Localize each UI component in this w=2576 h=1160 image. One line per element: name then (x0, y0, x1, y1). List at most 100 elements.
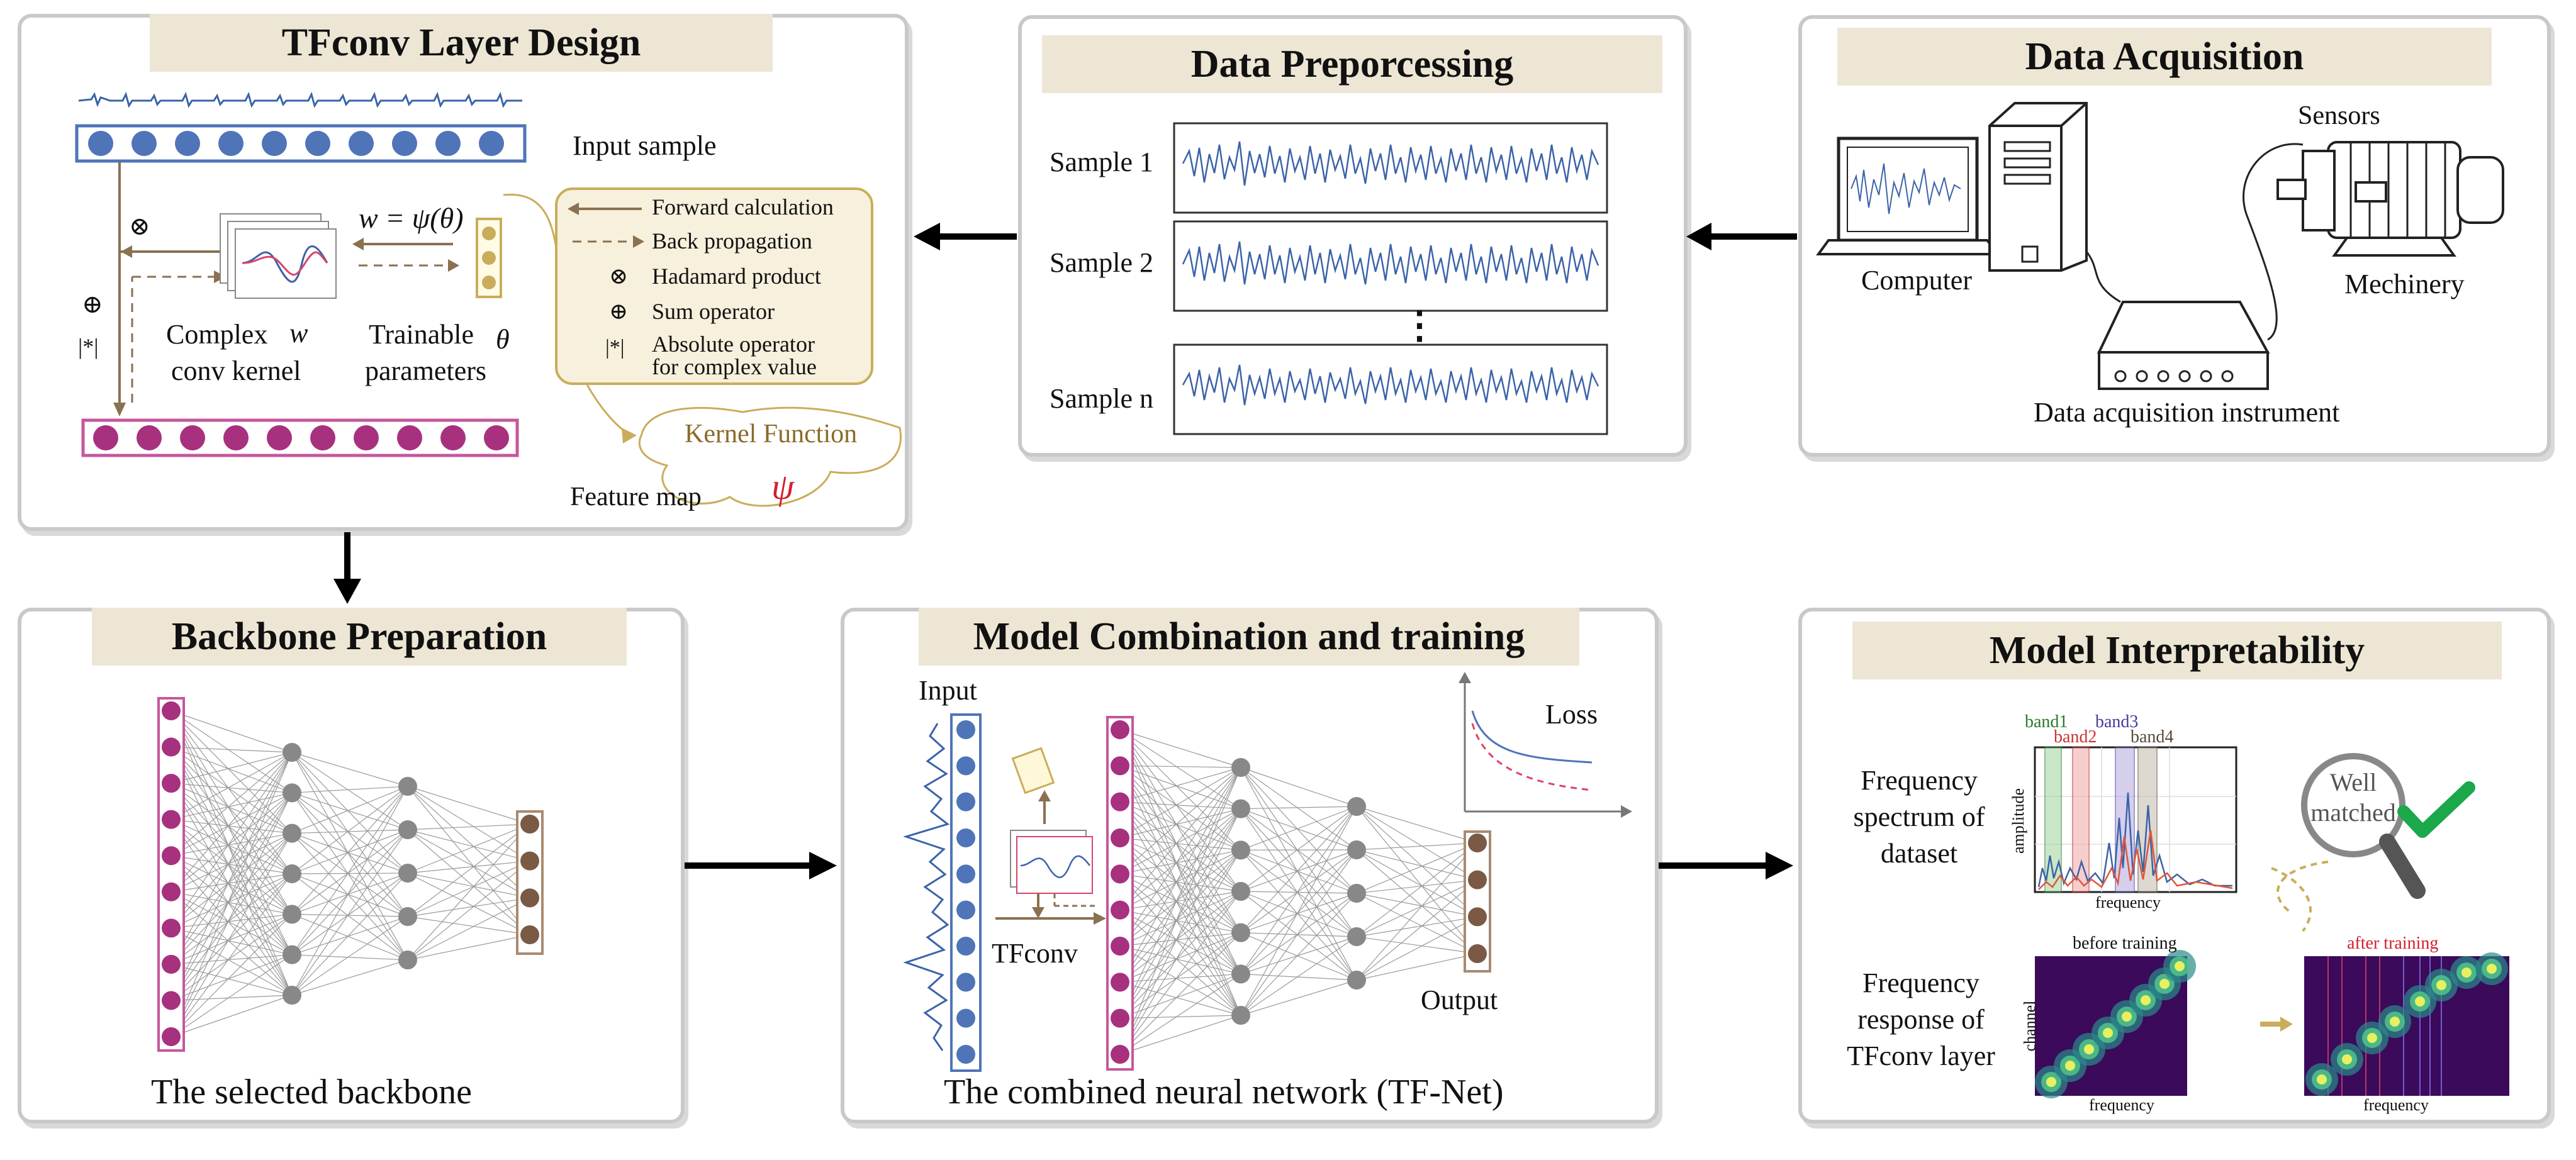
tfconv-title: TFconv Layer Design (150, 14, 773, 72)
trainable-label-2: parameters (365, 355, 486, 386)
after-frequency-label: frequency (2363, 1096, 2429, 1114)
network-node (1231, 799, 1250, 818)
network-node (398, 864, 417, 883)
arrow-tfconv-to-backbone (333, 532, 361, 604)
input-signal (78, 91, 522, 108)
network-node (283, 986, 301, 1005)
network-node (1468, 870, 1487, 890)
heatmap-point (2141, 995, 2151, 1005)
network-node (398, 820, 417, 839)
heatmap-point (2436, 980, 2446, 990)
network-node (162, 701, 181, 720)
network-node (1347, 840, 1366, 859)
input-node (956, 756, 975, 776)
kernel-function-cloud (638, 406, 902, 507)
network-node (162, 954, 181, 974)
sensors-label: Sensors (2298, 101, 2380, 130)
legend-hadamard: Hadamard product (652, 264, 821, 289)
legend-hadamard-symbol: ⊗ (609, 264, 629, 289)
complex-label-2: conv kernel (171, 355, 301, 386)
network-node (398, 907, 417, 926)
heatmap-point (2122, 1012, 2132, 1022)
backbone-title: Backbone Preparation (92, 608, 627, 666)
psi-symbol: ψ (771, 466, 795, 507)
well-matched-label-1: Well (2329, 768, 2377, 796)
tfconv-inset (995, 747, 1106, 925)
well-matched-label-2: matched (2310, 798, 2396, 827)
network-node (1231, 923, 1250, 942)
network-node (1347, 971, 1366, 990)
kernel-function-label: Kernel Function (685, 420, 858, 449)
preprocess-title: Data Preporcessing (1042, 35, 1662, 93)
input-node (956, 720, 975, 739)
oplus-symbol: ⊕ (82, 290, 103, 318)
network-node (283, 783, 301, 803)
input-node (956, 937, 975, 956)
network-node (283, 864, 301, 883)
network-node (1347, 884, 1366, 903)
legend-abs-symbol: |*| (605, 336, 625, 359)
combination-output-label: Output (1421, 984, 1498, 1015)
network-node (1468, 944, 1487, 963)
band4-label: band4 (2131, 727, 2174, 747)
network-node (1111, 756, 1129, 776)
legend-forward: Forward calculation (652, 194, 834, 220)
band3-label: band3 (2095, 712, 2139, 732)
sample-1-label: Sample 1 (1050, 147, 1153, 177)
input-sample-label: Input sample (573, 130, 717, 161)
network-node (162, 810, 181, 829)
interpret-title: Model Interpretability (1852, 622, 2502, 679)
legend-sum: Sum operator (652, 299, 775, 324)
network-node (162, 1027, 181, 1046)
arrow-combination-to-interpret (1659, 852, 1793, 879)
network-node (162, 774, 181, 793)
combination-tfconv-label: TFconv (992, 938, 1078, 969)
heatmap-point (2159, 979, 2170, 989)
band1-label: band1 (2025, 712, 2068, 732)
network-node (1111, 900, 1129, 920)
network-node (1231, 758, 1250, 777)
network-node (162, 846, 181, 866)
abs-symbol: |*| (78, 334, 99, 359)
heatmap-point (2317, 1074, 2327, 1085)
network-node (398, 777, 417, 796)
network-node (520, 815, 539, 834)
arrow-backbone-to-combination (685, 852, 837, 879)
kernel-stack (220, 213, 337, 299)
feature-map-label: Feature map (570, 482, 702, 511)
network-node (1111, 828, 1129, 847)
network-node (162, 991, 181, 1010)
network-node (520, 888, 539, 908)
network-node (283, 945, 301, 964)
network-node (1111, 973, 1129, 992)
computer-label: Computer (1861, 265, 1972, 296)
before-training-label: before training (2073, 934, 2177, 953)
network-node (520, 925, 539, 944)
network-node (1111, 937, 1129, 956)
network-node (283, 905, 301, 924)
network-node (1347, 797, 1366, 816)
input-node (956, 1045, 975, 1064)
legend-back: Back propagation (652, 228, 812, 254)
network-node (162, 918, 181, 938)
network-node (1231, 1006, 1250, 1025)
band2-label: band2 (2054, 727, 2097, 747)
legend-abs-2: for complex value (652, 354, 817, 379)
network-node (1231, 840, 1250, 860)
network-node (283, 823, 301, 843)
w-symbol: w (289, 318, 308, 349)
backbone-panel (18, 608, 685, 1124)
network-node (1468, 834, 1487, 852)
w-formula: w = ψ(θ) (359, 202, 464, 234)
before-frequency-label: frequency (2089, 1096, 2154, 1114)
feature-nodes (93, 425, 509, 450)
network-node (283, 743, 301, 762)
heatmap-point (2390, 1017, 2400, 1027)
otimes-symbol: ⊗ (129, 212, 150, 240)
